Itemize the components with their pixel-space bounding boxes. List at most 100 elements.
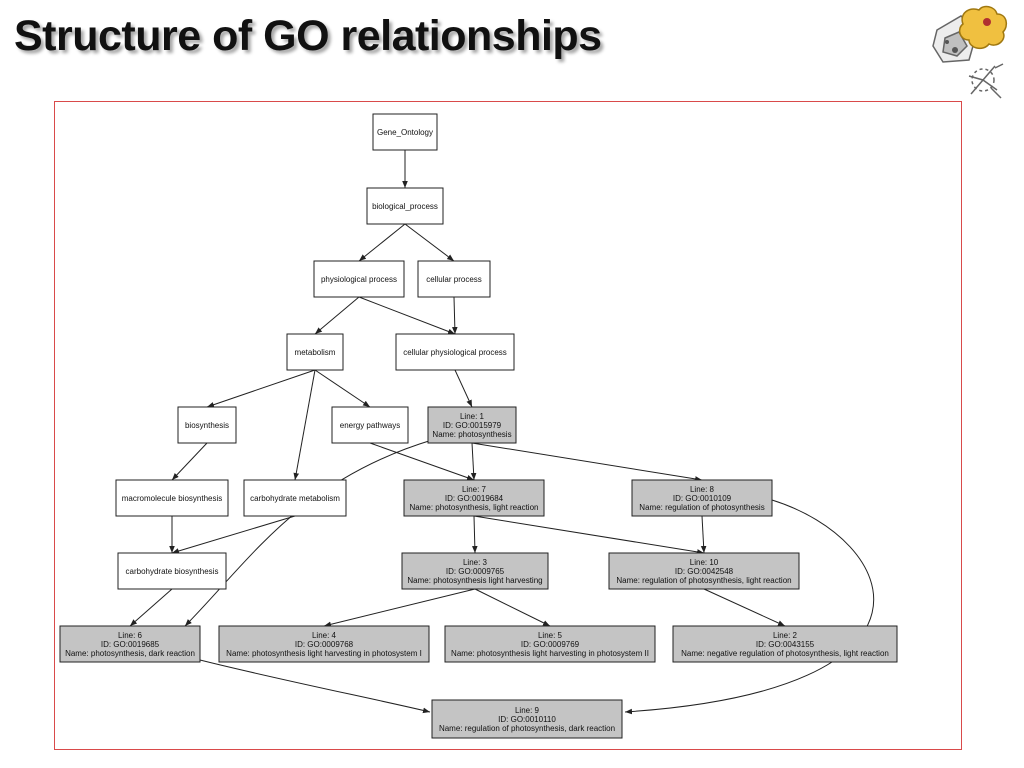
edge-metabolism-to-biosynthesis: [206, 369, 316, 408]
edge-carbohydrate_metabolism-to-carbohydrate_biosynthesis: [171, 515, 296, 554]
node-label: cellular process: [426, 275, 482, 284]
node-box: [117, 552, 227, 590]
node-label: ID: GO:0042548: [675, 567, 734, 576]
node-label: Name: regulation of photosynthesis, ligh…: [616, 576, 791, 585]
node-label: Name: photosynthesis, dark reaction: [65, 649, 195, 658]
node-box: [444, 625, 656, 663]
node-box: [608, 552, 800, 590]
edge-line7-to-line10: [473, 515, 705, 555]
node-label: ID: GO:0009769: [521, 640, 580, 649]
node-label: Gene_Ontology: [377, 128, 433, 137]
edge-line7-to-line3: [472, 515, 478, 554]
node-box: [431, 699, 623, 739]
edge-biosynthesis-to-macromolecule_biosynthesis: [171, 442, 208, 481]
node-label: ID: GO:0015979: [443, 421, 502, 430]
node-box: [218, 625, 430, 663]
node-label: Line: 7: [462, 485, 487, 494]
node-box: [401, 552, 549, 590]
node-box: [313, 260, 405, 298]
edges-layer: [129, 150, 875, 715]
node-macromolecule-biosynthesis: macromolecule biosynthesis: [115, 479, 229, 517]
node-label: Name: photosynthesis light harvesting in…: [226, 649, 422, 658]
slide-title: Structure of GO relationships: [14, 12, 602, 60]
nodes-layer: Gene_Ontology biological_process physiolog…: [59, 113, 898, 739]
node-label: ID: GO:0043155: [756, 640, 815, 649]
node-cellular-process: cellular process: [417, 260, 491, 298]
node-biosynthesis: biosynthesis: [177, 406, 237, 444]
node-box: [177, 406, 237, 444]
node-label: Name: negative regulation of photosynthe…: [681, 649, 889, 658]
node-box: [286, 333, 344, 371]
node-label: Line: 9: [515, 706, 540, 715]
diagram-frame: [54, 101, 962, 750]
node-physiological-process: physiological process: [313, 260, 405, 298]
node-label: ID: GO:0009765: [446, 567, 505, 576]
node-label: Line: 4: [312, 631, 337, 640]
node-box: [631, 479, 773, 517]
node-box: [672, 625, 898, 663]
node-label: Line: 6: [118, 631, 143, 640]
edge-line3-to-line5: [474, 588, 551, 627]
node-label: Name: regulation of photosynthesis, dark…: [439, 724, 615, 733]
node-label: Line: 8: [690, 485, 715, 494]
node-label: macromolecule biosynthesis: [122, 494, 223, 503]
node-box: [243, 479, 347, 517]
edge-line1-to-line6: [184, 439, 433, 627]
node-label: Line: 3: [463, 558, 488, 567]
edge-cellular_process-to-cellular_physiological_process: [452, 296, 458, 335]
node-label: physiological process: [321, 275, 397, 284]
node-box: [115, 479, 229, 517]
node-label: Line: 5: [538, 631, 563, 640]
node-label: biological_process: [372, 202, 438, 211]
node-label: ID: GO:0010109: [673, 494, 732, 503]
node-cellular-physiological-process: cellular physiological process: [395, 333, 515, 371]
edge-cellular_physiological_process-to-line1: [454, 369, 473, 408]
edge-line8-to-line9: [624, 499, 875, 715]
node-box: [395, 333, 515, 371]
node-label: Name: photosynthesis: [432, 430, 511, 439]
edge-line10-to-line2: [703, 588, 786, 627]
node-carbohydrate-metabolism: carbohydrate metabolism: [243, 479, 347, 517]
node-label: carbohydrate biosynthesis: [126, 567, 219, 576]
node-metabolism: metabolism: [286, 333, 344, 371]
node-energy-pathways: energy pathways: [331, 406, 409, 444]
edge-energy_pathways-to-line7: [369, 442, 475, 481]
edge-physiological_process-to-cellular_physiological_process: [358, 296, 456, 335]
edge-line1-to-line7: [470, 442, 477, 481]
node-label: cellular physiological process: [403, 348, 507, 357]
node-carbohydrate-biosynthesis: carbohydrate biosynthesis: [117, 552, 227, 590]
node-label: Name: photosynthesis light harvesting: [407, 576, 542, 585]
edge-line1-to-line8: [471, 442, 703, 482]
node-label: energy pathways: [340, 421, 400, 430]
node-label: ID: GO:0010110: [498, 715, 556, 724]
node-label: Name: regulation of photosynthesis: [639, 503, 764, 512]
edge-biological_process-to-cellular_process: [404, 223, 455, 262]
node-label: Line: 10: [690, 558, 719, 567]
node-label: Line: 2: [773, 631, 798, 640]
edge-metabolism-to-carbohydrate_metabolism: [293, 369, 316, 481]
edge-carbohydrate_biosynthesis-to-line6: [129, 588, 173, 627]
node-label: metabolism: [295, 348, 336, 357]
node-label: ID: GO:0019684: [445, 494, 504, 503]
node-label: carbohydrate metabolism: [250, 494, 340, 503]
node-label: ID: GO:0019685: [101, 640, 160, 649]
node-box: [59, 625, 201, 663]
edge-line8-to-line10: [700, 515, 707, 554]
edge-line6-to-line9: [199, 659, 431, 714]
node-box: [403, 479, 545, 517]
node-gene-ontology: Gene_Ontology: [372, 113, 438, 151]
edge-biological_process-to-physiological_process: [358, 223, 406, 262]
node-box: [366, 187, 444, 225]
node-label: Name: photosynthesis, light reaction: [410, 503, 539, 512]
node-box: [372, 113, 438, 151]
cell-logo-icon: [932, 5, 1008, 99]
